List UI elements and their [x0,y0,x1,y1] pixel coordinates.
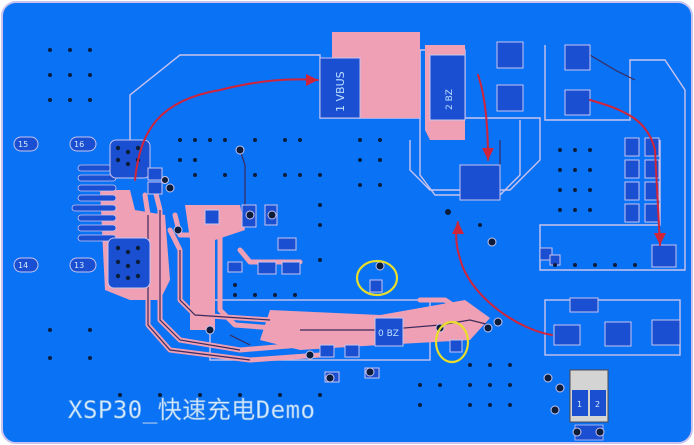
connector-fingers [71,164,117,242]
board-title: XSP30_快速充电Demo [68,396,316,424]
connector-pad-14 [13,257,39,273]
connector-vias [115,145,141,281]
connector-pad-15 [13,136,39,152]
switch-pin-2: 2 [595,400,600,409]
vias [161,145,605,437]
connector-pad-16 [69,136,97,152]
arrow-heads [306,74,666,245]
connector-shield [107,237,151,289]
ic-main-chip [459,164,501,201]
connector-label-16: 16 [74,140,84,149]
ic-top-pad [429,54,466,121]
highlight-circle-2 [434,320,470,364]
connector-label-14: 14 [18,261,28,270]
ic-mid-chip [374,317,404,347]
ic-top-label: 2 BZ [445,89,455,110]
small-vias [48,48,637,407]
ic-mid-label: 0 BZ [378,329,399,339]
current-flow-arrows [134,74,661,336]
connector-shield-top [109,139,151,179]
switch-block: 1 2 [569,369,609,441]
connector-label-13: 13 [74,261,84,270]
vbus-label: 1 VBUS [334,71,347,112]
vbus-pad [319,57,361,119]
connector-pad-13 [69,257,97,273]
highlight-circle-1 [355,259,399,297]
switch-pin-1: 1 [577,400,582,409]
connector-label-15: 15 [18,140,28,149]
usb-connector: 15 16 14 13 [13,136,151,289]
